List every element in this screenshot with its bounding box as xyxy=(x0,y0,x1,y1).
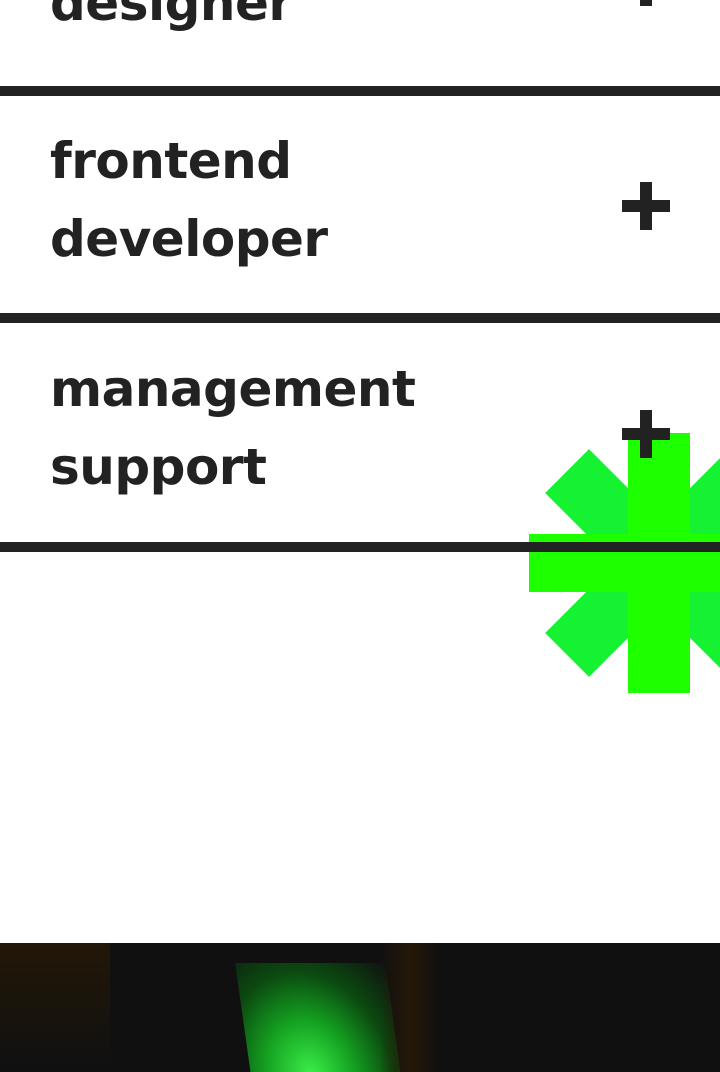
title-line: designer xyxy=(50,0,293,32)
plus-icon[interactable] xyxy=(622,182,670,230)
divider xyxy=(0,86,720,96)
divider xyxy=(0,313,720,323)
plus-icon[interactable] xyxy=(622,0,670,6)
accordion-item-management-support[interactable]: management support xyxy=(0,323,720,542)
title-line: frontend xyxy=(50,132,292,190)
accordion-item-title: management support xyxy=(50,350,416,506)
divider xyxy=(0,542,720,552)
accordion-item-frontend-developer[interactable]: frontend developer xyxy=(0,96,720,313)
title-line: management xyxy=(50,360,416,418)
title-line: developer xyxy=(50,210,328,268)
title-line: support xyxy=(50,438,267,496)
accordion-item-designer[interactable]: designer xyxy=(0,0,720,86)
accordion-item-title: frontend developer xyxy=(50,122,328,278)
light-streak xyxy=(0,943,110,1072)
footer-image xyxy=(0,943,720,1072)
plus-icon[interactable] xyxy=(622,410,670,458)
light-streak xyxy=(380,943,440,1072)
accordion-item-title: designer xyxy=(50,0,293,42)
